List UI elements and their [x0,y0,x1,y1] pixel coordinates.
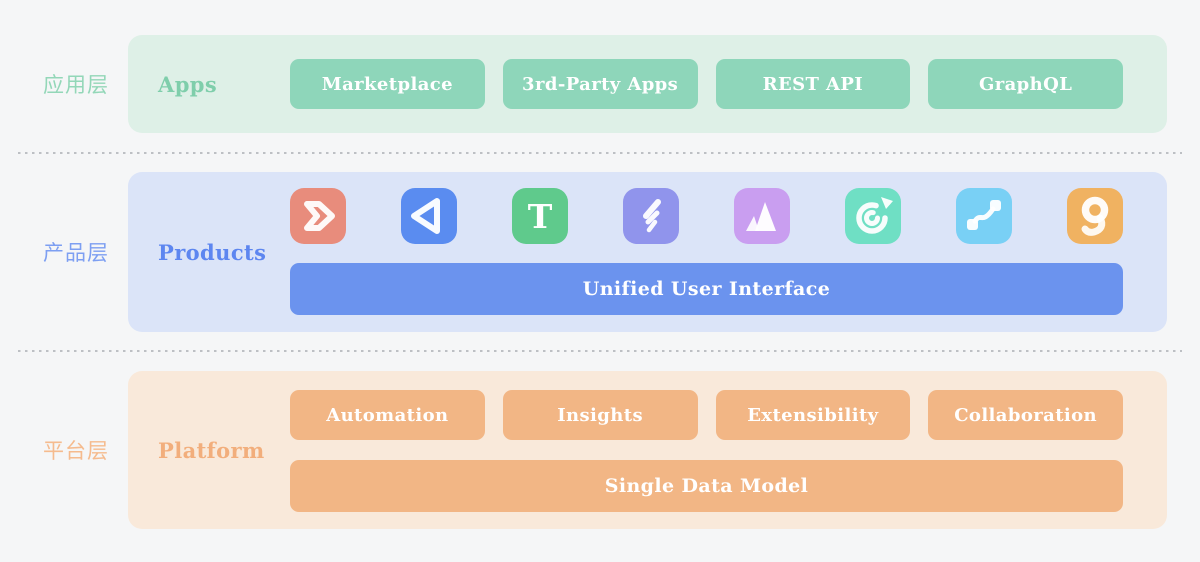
loop-tail-icon [1067,188,1123,244]
layer-separator [18,350,1182,352]
platform-chip-row: Automation Insights Extensibility Collab… [290,390,1123,440]
chip-rest-api: REST API [715,59,911,109]
chip-marketplace: Marketplace [290,59,485,109]
chip-insights: Insights [502,390,698,440]
apps-chip-row: Marketplace 3rd-Party Apps REST API Grap… [290,59,1123,109]
side-label-product-layer: 产品层 [43,242,109,265]
chip-extensibility: Extensibility [715,390,911,440]
single-data-model-bar: Single Data Model [290,460,1123,512]
triangle-outline-icon [401,188,457,244]
platform-layer-panel: Platform Automation Insights Extensibili… [128,371,1167,529]
side-label-application-layer: 应用层 [43,74,109,97]
chip-automation: Automation [290,390,485,440]
mountain-a-icon [734,188,790,244]
chip-graphql: GraphQL [928,59,1123,109]
platform-layer-title: Platform [158,437,265,463]
layer-separator [18,152,1182,154]
notched-chevron-icon [290,188,346,244]
apps-layer-title: Apps [158,71,218,97]
product-icons-row: T [290,188,1123,244]
feather-icon [623,188,679,244]
workflow-curve-icon [956,188,1012,244]
letter-t-glyph: T [527,196,553,236]
products-layer-panel: Products T [128,172,1167,332]
chip-3rd-party-apps: 3rd-Party Apps [502,59,698,109]
side-label-platform-layer: 平台层 [43,440,109,463]
products-layer-title: Products [158,239,267,265]
chip-collaboration: Collaboration [928,390,1123,440]
target-arrow-icon [845,188,901,244]
unified-user-interface-bar: Unified User Interface [290,263,1123,315]
letter-t-icon: T [512,188,568,244]
apps-layer-panel: Apps Marketplace 3rd-Party Apps REST API… [128,35,1167,133]
